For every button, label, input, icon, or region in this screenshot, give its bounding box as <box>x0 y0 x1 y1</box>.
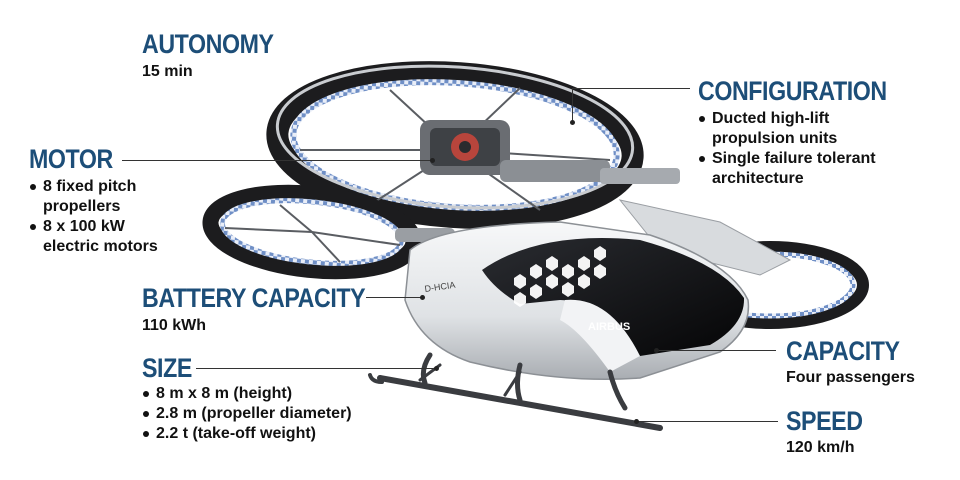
motor-item: 8 fixed pitch propellers <box>29 177 158 217</box>
leader-dot-configuration <box>570 120 575 125</box>
battery-value: 110 kWh <box>142 317 207 334</box>
duct-left <box>202 184 455 280</box>
capacity-value: Four passengers <box>786 369 915 386</box>
battery-heading: BATTERY CAPACITY <box>142 283 366 313</box>
size-item: 2.2 t (take-off weight) <box>142 424 352 444</box>
airbus-logo: AIRBUS <box>588 321 630 333</box>
motor-hub <box>420 120 680 184</box>
autonomy-value: 15 min <box>142 63 193 80</box>
size-heading: SIZE <box>142 353 192 383</box>
leader-dot-size <box>434 366 439 371</box>
leader-line-speed <box>636 421 778 422</box>
leader-line-capacity <box>656 350 776 351</box>
speed-heading: SPEED <box>786 406 863 436</box>
configuration-heading: CONFIGURATION <box>698 76 887 106</box>
size-item: 8 m x 8 m (height) <box>142 384 352 404</box>
configuration-item: Ducted high-lift propulsion units <box>698 109 876 149</box>
capacity-heading: CAPACITY <box>786 336 900 366</box>
hexagon-pattern <box>514 246 606 307</box>
leader-line-configuration-v <box>572 88 573 122</box>
leader-line-size <box>196 368 436 369</box>
configuration-list: Ducted high-lift propulsion units Single… <box>698 109 876 189</box>
leader-dot-capacity <box>654 348 659 353</box>
leader-dot-speed <box>634 419 639 424</box>
size-item: 2.8 m (propeller diameter) <box>142 404 352 424</box>
motor-list: 8 fixed pitch propellers 8 x 100 kW elec… <box>29 177 158 257</box>
leader-dot-battery <box>420 295 425 300</box>
autonomy-heading: AUTONOMY <box>142 29 274 59</box>
leader-dot-motor <box>430 158 435 163</box>
leader-line-battery <box>366 297 422 298</box>
fuselage <box>404 221 750 381</box>
motor-heading: MOTOR <box>29 144 113 174</box>
landing-skids <box>368 352 663 431</box>
size-list: 8 m x 8 m (height) 2.8 m (propeller diam… <box>142 384 352 444</box>
configuration-item: Single failure tolerant architecture <box>698 149 876 189</box>
registration-mark: D-HCIA <box>424 280 456 294</box>
leader-line-motor <box>122 160 432 161</box>
leader-line-configuration-h <box>572 88 690 89</box>
motor-item: 8 x 100 kW electric motors <box>29 217 158 257</box>
speed-value: 120 km/h <box>786 439 855 456</box>
